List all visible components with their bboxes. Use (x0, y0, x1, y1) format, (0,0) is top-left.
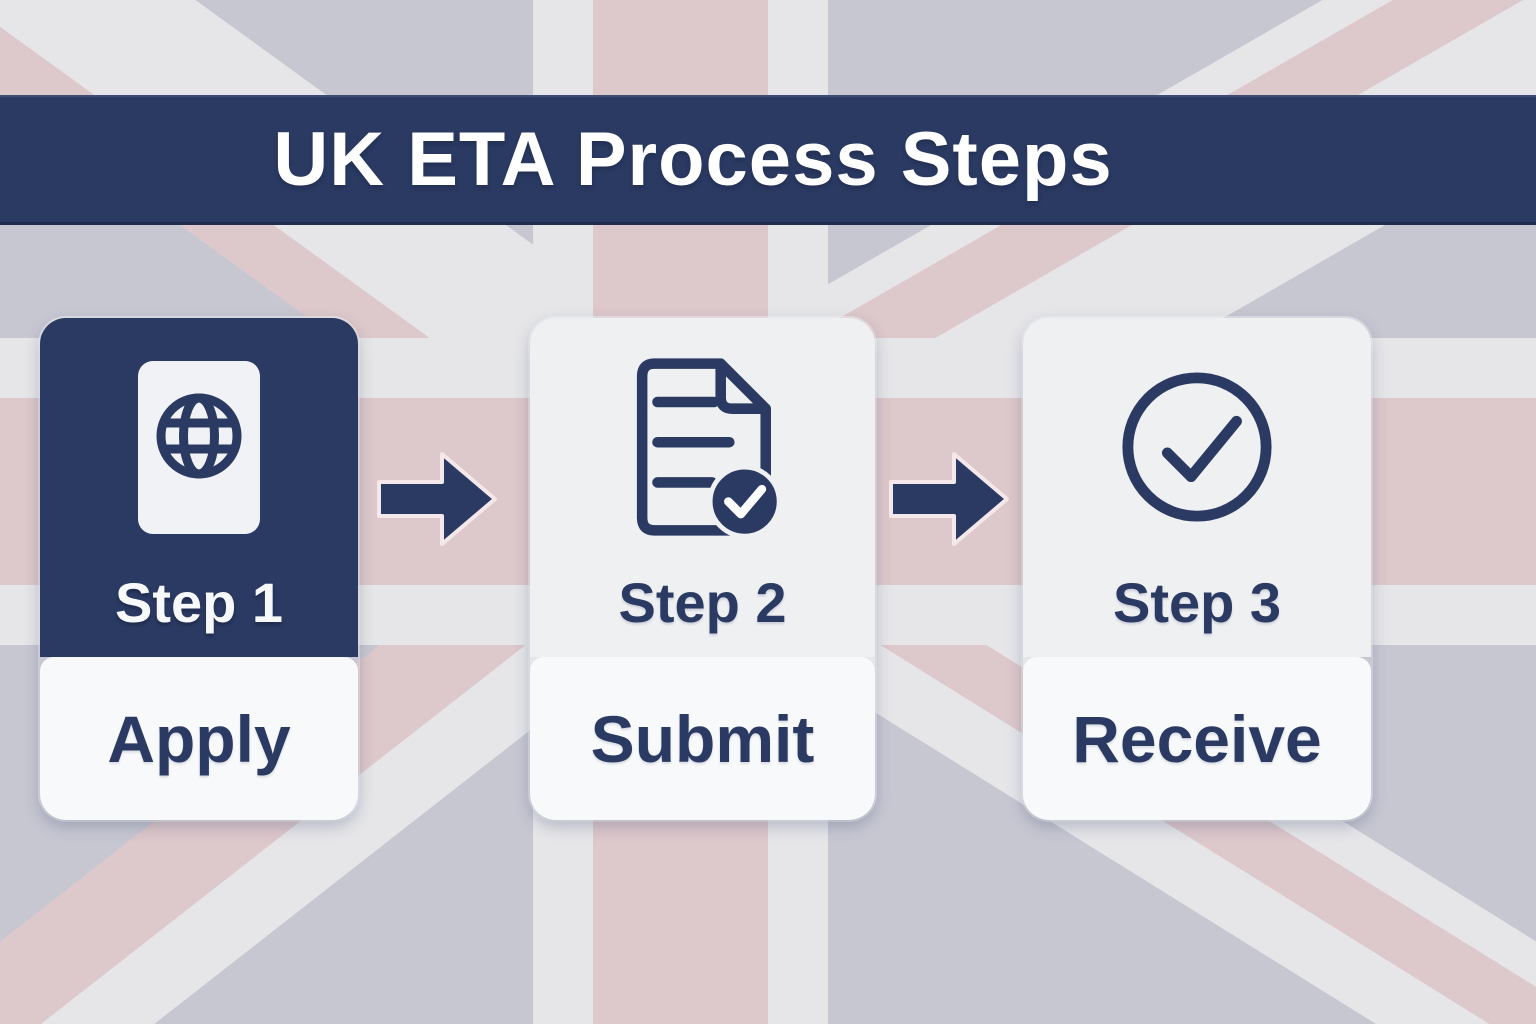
passport-globe-icon (138, 356, 260, 538)
step-number-label: Step 3 (1112, 571, 1282, 634)
step-number-label: Step 1 (114, 571, 284, 634)
step-action-label: Receive (1072, 701, 1322, 776)
arrow-right-icon (889, 452, 1009, 546)
step-card-submit: Step 2 Submit (530, 318, 875, 820)
page-title: UK ETA Process Steps (273, 117, 1113, 202)
arrow-right-icon (377, 452, 497, 546)
step-card-apply-top: Step 1 (40, 318, 358, 657)
step-card-submit-bottom: Submit (530, 657, 875, 820)
step-card-submit-top: Step 2 (530, 318, 875, 657)
step-card-receive-top: Step 3 (1023, 318, 1371, 657)
step-action-label: Apply (107, 701, 291, 776)
circle-check-icon (1118, 356, 1276, 538)
step-number-label: Step 2 (618, 571, 787, 634)
step-action-label: Submit (590, 701, 815, 776)
step-card-receive: Step 3 Receive (1023, 318, 1371, 820)
step-card-receive-bottom: Receive (1023, 657, 1371, 820)
step-card-apply-bottom: Apply (40, 657, 358, 820)
title-banner: UK ETA Process Steps (0, 95, 1536, 225)
step-card-apply: Step 1 Apply (40, 318, 358, 820)
document-check-icon (625, 356, 780, 538)
